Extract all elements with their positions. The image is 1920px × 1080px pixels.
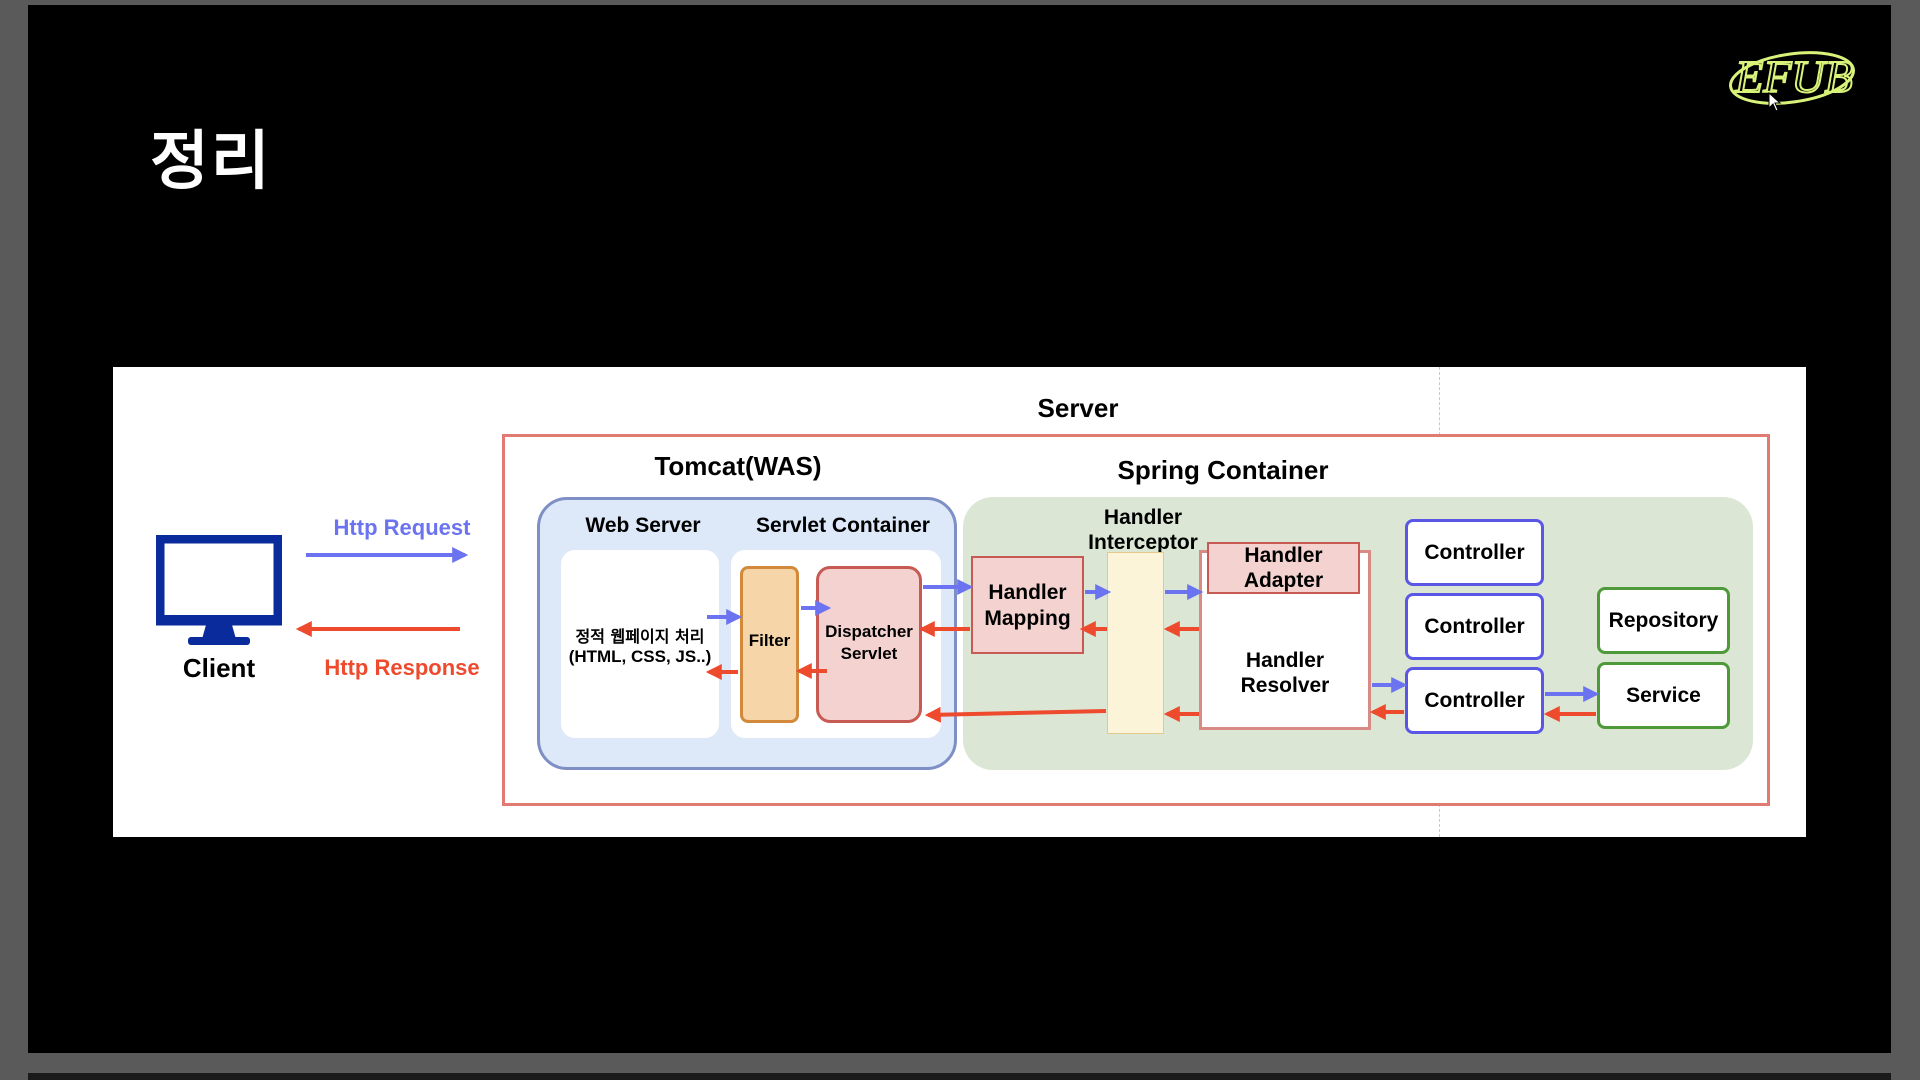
filter-box <box>740 566 799 723</box>
response-arrow-interceptor-tomcat <box>924 706 1107 723</box>
handler-resolver-line1: Handler <box>1245 649 1325 672</box>
controller-box-2 <box>1405 593 1544 660</box>
web-server-label: Web Server <box>585 514 701 537</box>
service-label: Service <box>1626 684 1701 707</box>
handler-interceptor-line2: Interceptor <box>1088 531 1198 554</box>
handler-adapter-line1: Handler <box>1244 544 1323 567</box>
mouse-cursor-icon <box>1768 91 1782 117</box>
dispatcher-servlet-box <box>816 566 922 723</box>
server-label: Server <box>1037 393 1119 423</box>
handler-interceptor-line1: Handler <box>1103 506 1183 529</box>
handler-mapping-line2: Mapping <box>984 607 1071 630</box>
http-response-label: Http Response <box>324 655 480 680</box>
dispatcher-line2: Servlet <box>840 644 898 663</box>
dispatcher-line1: Dispatcher <box>825 622 913 641</box>
static-pages-line2: (HTML, CSS, JS..) <box>568 647 712 666</box>
monitor-icon <box>155 534 283 647</box>
logo-text: EFUB <box>1734 51 1853 102</box>
spring-container-label: Spring Container <box>1117 455 1329 485</box>
efub-logo: EFUB <box>1724 40 1864 110</box>
filter-label: Filter <box>748 631 791 650</box>
web-server-box <box>561 550 719 738</box>
repository-box <box>1597 587 1730 654</box>
handler-adapter-box <box>1207 542 1360 594</box>
bottom-bar <box>28 1073 1891 1080</box>
http-request-label: Http Request <box>333 515 471 540</box>
controller-label-2: Controller <box>1424 615 1525 638</box>
architecture-diagram: Server Client Http Request Http Response… <box>113 367 1806 837</box>
handler-resolver-line2: Resolver <box>1240 674 1330 697</box>
client-label: Client <box>182 653 256 683</box>
controller-box-1 <box>1405 519 1544 586</box>
slide-title: 정리 <box>150 125 272 199</box>
repository-label: Repository <box>1608 609 1719 632</box>
handler-interceptor-box <box>1107 552 1164 734</box>
handler-adapter-line2: Adapter <box>1243 569 1324 592</box>
controller-label-3: Controller <box>1424 689 1525 712</box>
flow-arrows <box>295 547 1600 723</box>
handler-mapping-box <box>971 556 1084 654</box>
tomcat-label: Tomcat(WAS) <box>654 451 822 481</box>
handler-mapping-line1: Handler <box>988 581 1067 604</box>
servlet-container-label: Servlet Container <box>756 514 930 537</box>
controller-box-3 <box>1405 667 1544 734</box>
controller-label-1: Controller <box>1424 541 1525 564</box>
static-pages-line1: 정적 웹페이지 처리 <box>575 627 705 646</box>
service-box <box>1597 662 1730 729</box>
